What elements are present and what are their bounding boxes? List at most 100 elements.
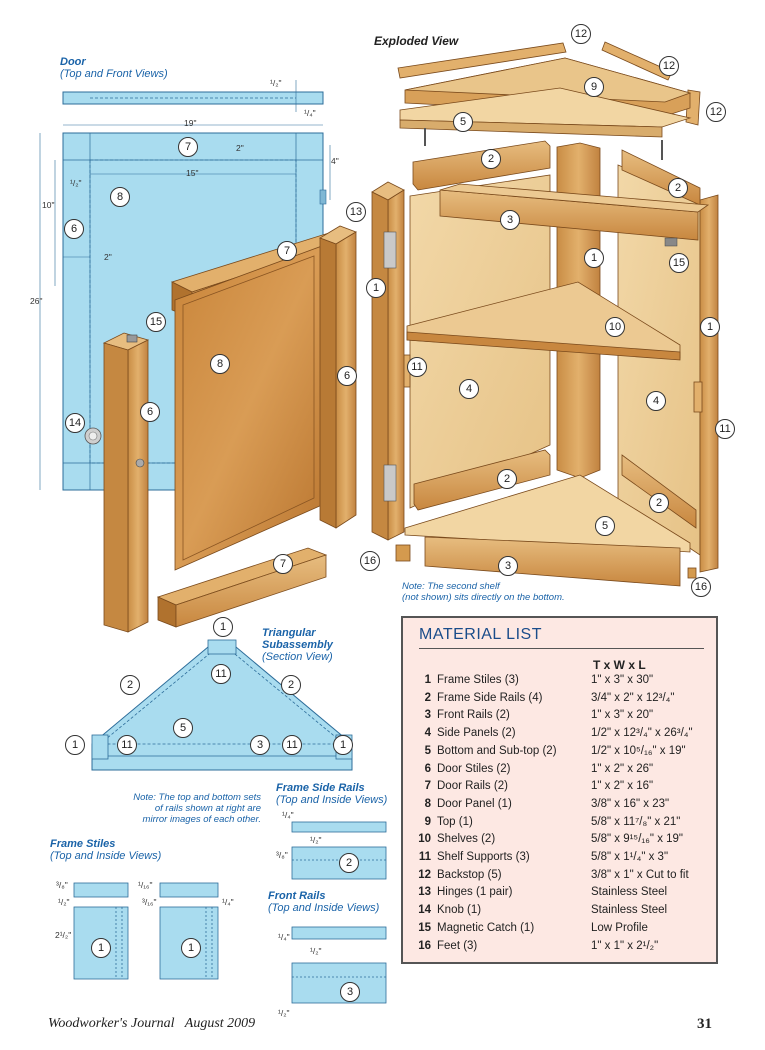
material-row-dimensions: 1" x 2" x 26" [591,762,654,775]
material-row-number: 7 [424,780,431,793]
material-row-dimensions: 3/8" x 16" x 23" [591,797,670,810]
triangular-heading-line2: Subassembly [262,639,333,651]
material-row-dimensions: 3/4" x 2" x 12³/₄" [591,691,675,704]
callout-4: 4 [459,379,479,399]
callout-2: 2 [668,178,688,198]
dim-2-side: 2" [104,252,112,262]
callout-3: 3 [340,982,360,1002]
publication-footer: Woodworker's Journal August 2009 [48,1016,256,1031]
door-exploded-parts [84,225,357,633]
frame-side-rails-section [291,821,387,880]
material-row-dimensions: 1/2" x 12³/₄" x 26³/₄" [591,727,693,740]
callout-1: 1 [65,735,85,755]
callout-15: 15 [146,312,166,332]
dim-10: 10" [42,200,55,210]
material-row-number: 6 [424,762,431,775]
callout-6: 6 [140,402,160,422]
dim-quarter-door: ¹/₄" [304,108,316,118]
callout-6: 6 [337,366,357,386]
callout-4: 4 [646,391,666,411]
dim-15: 15" [186,168,199,178]
material-row-dimensions: 5/8" x 11⁷/₈" x 21" [591,815,681,828]
rails-note-line1: Note: The top and bottom sets [133,792,261,803]
material-list-rule [419,648,704,649]
rails-note-line3: mirror images of each other. [142,814,261,825]
shelf-note-line2: (not shown) sits directly on the bottom. [402,592,565,603]
callout-3: 3 [500,210,520,230]
cabinet-exploded [371,41,719,587]
door-subheading: (Top and Front Views) [60,68,168,80]
shelf-note-line1: Note: The second shelf [402,581,500,592]
callout-11: 11 [715,419,735,439]
material-row-number: 3 [424,709,431,722]
callout-10: 10 [605,317,625,337]
callout-7: 7 [178,137,198,157]
material-row-name: Door Stiles (2) [437,762,511,775]
dim-3-16-stile: ³/₁₆" [142,897,157,907]
callout-3: 3 [250,735,270,755]
material-row-name: Frame Stiles (3) [437,674,519,686]
dim-half-front-bottom: ¹/₂" [278,1008,290,1018]
material-row-number: 12 [418,868,431,881]
callout-16: 16 [691,577,711,597]
dim-3-8-rail: ³/₈" [276,850,288,860]
callout-7: 7 [273,554,293,574]
material-row: 1 Frame Stiles (3) 1" x 3" x 30" [417,674,707,691]
callout-5: 5 [453,112,473,132]
callout-1: 1 [333,735,353,755]
material-list-header: T x W x L [593,658,646,672]
material-row-dimensions: 5/8" x 1¹/₄" x 3" [591,851,669,863]
callout-12: 12 [571,24,591,44]
material-row-name: Side Panels (2) [437,727,516,740]
material-row-number: 1 [424,674,431,686]
dim-half-frame: ¹/₂" [70,178,82,188]
door-heading: Door [60,56,86,68]
material-row-dimensions: 1" x 3" x 20" [591,709,654,722]
door-top-view [62,80,324,112]
dim-half-stile: ¹/₂" [58,897,70,907]
frame-side-rails-heading: Frame Side Rails [276,782,365,794]
callout-2: 2 [497,469,517,489]
callout-12: 12 [659,56,679,76]
dim-quarter-front: ¹/₄" [278,932,290,942]
material-row-name: Frame Side Rails (4) [437,691,543,704]
frame-stiles-subheading: (Top and Inside Views) [50,850,162,862]
material-row-dimensions: 1" x 3" x 30" [591,674,654,686]
callout-5: 5 [173,718,193,738]
dim-19: 19" [184,118,197,128]
callout-1: 1 [91,938,111,958]
material-row-number: 14 [418,904,431,917]
material-row-number: 5 [424,744,431,757]
callout-2: 2 [649,493,669,513]
dim-half-front: ¹/₂" [310,946,322,956]
material-row-name: Feet (3) [437,939,478,952]
dim-half-rail: ¹/₂" [310,835,322,845]
material-row-name: Backstop (5) [437,868,502,881]
dim-26: 26" [30,296,43,306]
triangular-subheading: (Section View) [262,651,333,663]
rails-note-line2: of rails shown at right are [154,803,261,814]
callout-11: 11 [211,664,231,684]
material-row-name: Bottom and Sub-top (2) [437,744,557,757]
callout-1: 1 [213,617,233,637]
callout-2: 2 [281,675,301,695]
material-row-dimensions: Low Profile [591,921,648,934]
front-rails-subheading: (Top and Inside Views) [268,902,380,914]
material-row-name: Hinges (1 pair) [437,886,513,899]
material-row-number: 9 [424,815,431,828]
callout-7: 7 [277,241,297,261]
callout-16: 16 [360,551,380,571]
callout-2: 2 [120,675,140,695]
callout-13: 13 [346,202,366,222]
callout-9: 9 [584,77,604,97]
callout-15: 15 [669,253,689,273]
